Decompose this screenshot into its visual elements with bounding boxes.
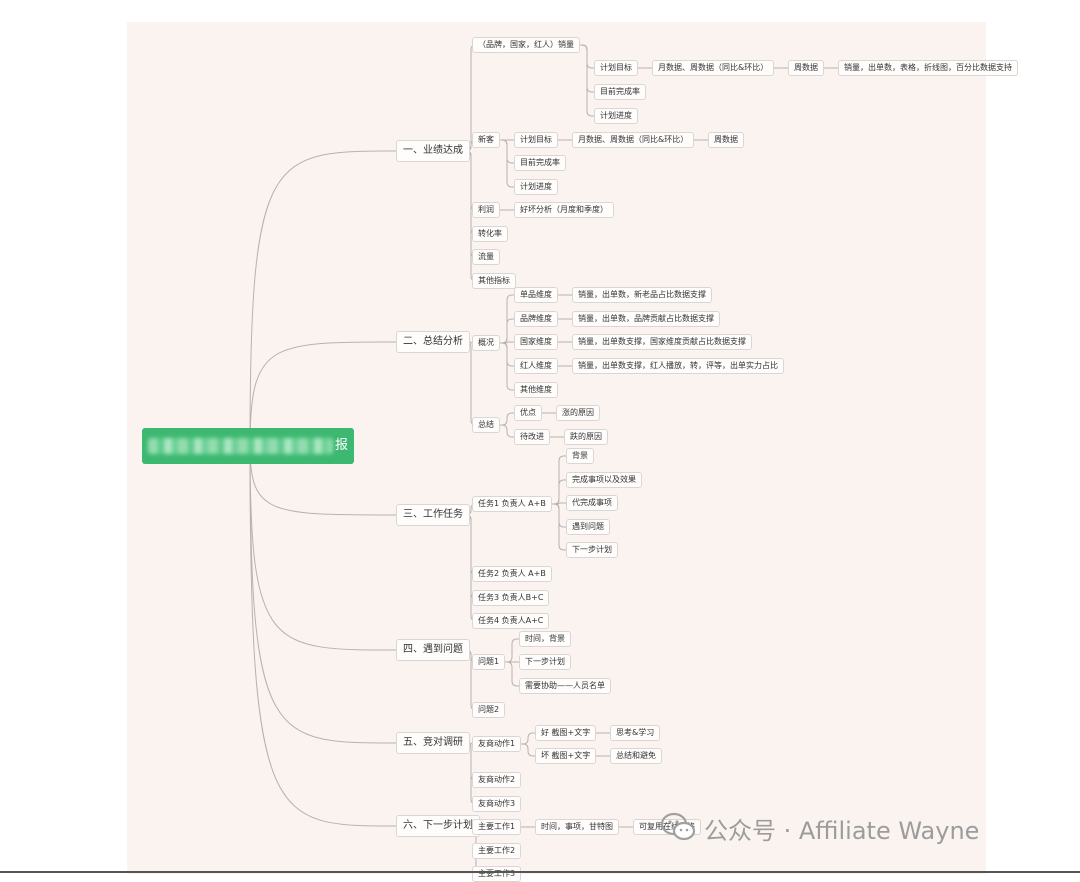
node-depth5[interactable]: 周数据 xyxy=(708,132,744,148)
node-depth3[interactable]: 好坏分析（月度和季度） xyxy=(514,202,614,218)
node-depth3[interactable]: 国家维度 xyxy=(514,334,558,350)
node-depth4[interactable]: 总结和避免 xyxy=(610,748,662,764)
node-depth4[interactable]: 跌的原因 xyxy=(564,429,608,445)
node-depth6[interactable]: 销量，出单数，表格，折线图，百分比数据支持 xyxy=(838,60,1018,76)
node-depth3[interactable]: 单品维度 xyxy=(514,287,558,303)
node-depth3[interactable]: 时间，事项，甘特图 xyxy=(535,819,619,835)
node-depth2[interactable]: 问题1 xyxy=(472,654,506,670)
node-depth3[interactable]: 其他维度 xyxy=(514,382,558,398)
node-depth3[interactable]: 计划进度 xyxy=(594,108,638,124)
node-depth4[interactable]: 销量，出单数支撑，国家维度贡献占比数据支撑 xyxy=(572,334,752,350)
node-depth2[interactable]: 友商动作2 xyxy=(472,772,522,788)
node-depth3[interactable]: 好 截图+文字 xyxy=(535,725,597,741)
node-depth2[interactable]: 转化率 xyxy=(472,226,508,242)
node-depth2[interactable]: 流量 xyxy=(472,249,500,265)
node-depth4[interactable]: 月数据、周数据（同比&环比） xyxy=(572,132,695,148)
node-depth3[interactable]: 代完成事项 xyxy=(566,495,618,511)
node-depth3[interactable]: 品牌维度 xyxy=(514,311,558,327)
node-depth2[interactable]: 任务3 负责人B+C xyxy=(472,590,550,606)
node-depth2[interactable]: （品牌，国家，红人）销量 xyxy=(472,37,580,53)
branch-2[interactable]: 二、总结分析 xyxy=(396,331,470,353)
node-depth3[interactable]: 计划目标 xyxy=(594,60,638,76)
branch-1[interactable]: 一、业绩达成 xyxy=(396,140,470,162)
node-depth4[interactable]: 月数据、周数据（同比&环比） xyxy=(652,60,775,76)
branch-4[interactable]: 四、遇到问题 xyxy=(396,639,470,661)
watermark: 公众号 · Affiliate Wayne xyxy=(660,812,979,852)
node-depth4[interactable]: 销量，出单数，新老品占比数据支撑 xyxy=(572,287,712,303)
node-depth3[interactable]: 下一步计划 xyxy=(566,542,618,558)
node-depth2[interactable]: 任务2 负责人 A+B xyxy=(472,566,552,582)
node-depth2[interactable]: 友商动作3 xyxy=(472,796,522,812)
branch-3[interactable]: 三、工作任务 xyxy=(396,504,470,526)
node-depth2[interactable]: 主要工作2 xyxy=(472,843,522,859)
watermark-text: 公众号 · Affiliate Wayne xyxy=(704,817,980,845)
node-depth2[interactable]: 利润 xyxy=(472,202,500,218)
node-depth4[interactable]: 思考&学习 xyxy=(610,725,661,741)
branch-6[interactable]: 六、下一步计划 xyxy=(396,815,480,837)
node-depth3[interactable]: 背景 xyxy=(566,448,594,464)
node-depth3[interactable]: 遇到问题 xyxy=(566,519,610,535)
node-depth4[interactable]: 销量，出单数支撑，红人播放，转，评等，出单实力占比 xyxy=(572,358,784,374)
node-depth2[interactable]: 其他指标 xyxy=(472,273,516,289)
root-title-tail: 报 xyxy=(334,438,348,453)
node-depth3[interactable]: 目前完成率 xyxy=(514,155,566,171)
node-depth3[interactable]: 完成事项以及效果 xyxy=(566,472,642,488)
node-depth5[interactable]: 周数据 xyxy=(788,60,824,76)
node-depth3[interactable]: 需要协助——人员名单 xyxy=(519,678,611,694)
node-depth2[interactable]: 新客 xyxy=(472,132,500,148)
node-depth2[interactable]: 概况 xyxy=(472,335,500,351)
node-depth3[interactable]: 优点 xyxy=(514,405,542,421)
node-depth3[interactable]: 目前完成率 xyxy=(594,84,646,100)
node-depth3[interactable]: 时间，背景 xyxy=(519,631,571,647)
node-depth2[interactable]: 任务1 负责人 A+B xyxy=(472,496,552,512)
node-depth3[interactable]: 计划进度 xyxy=(514,179,558,195)
root-node[interactable]: 报 xyxy=(142,428,354,464)
node-depth2[interactable]: 任务4 负责人A+C xyxy=(472,613,550,629)
node-depth3[interactable]: 下一步计划 xyxy=(519,654,571,670)
node-depth2[interactable]: 友商动作1 xyxy=(472,736,522,752)
node-depth3[interactable]: 红人维度 xyxy=(514,358,558,374)
node-depth2[interactable]: 总结 xyxy=(472,417,500,433)
node-depth2[interactable]: 问题2 xyxy=(472,702,506,718)
bottom-border xyxy=(0,871,1080,873)
branch-5[interactable]: 五、竞对调研 xyxy=(396,732,470,754)
node-depth3[interactable]: 坏 截图+文字 xyxy=(535,748,597,764)
node-depth3[interactable]: 计划目标 xyxy=(514,132,558,148)
blurred-title xyxy=(148,438,333,454)
node-depth4[interactable]: 销量，出单数，品牌贡献占比数据支撑 xyxy=(572,311,720,327)
node-depth2[interactable]: 主要工作1 xyxy=(472,819,522,835)
node-depth4[interactable]: 涨的原因 xyxy=(556,405,600,421)
node-depth3[interactable]: 待改进 xyxy=(514,429,550,445)
wechat-icon xyxy=(660,812,696,852)
node-depth2[interactable]: 主要工作3 xyxy=(472,866,522,882)
